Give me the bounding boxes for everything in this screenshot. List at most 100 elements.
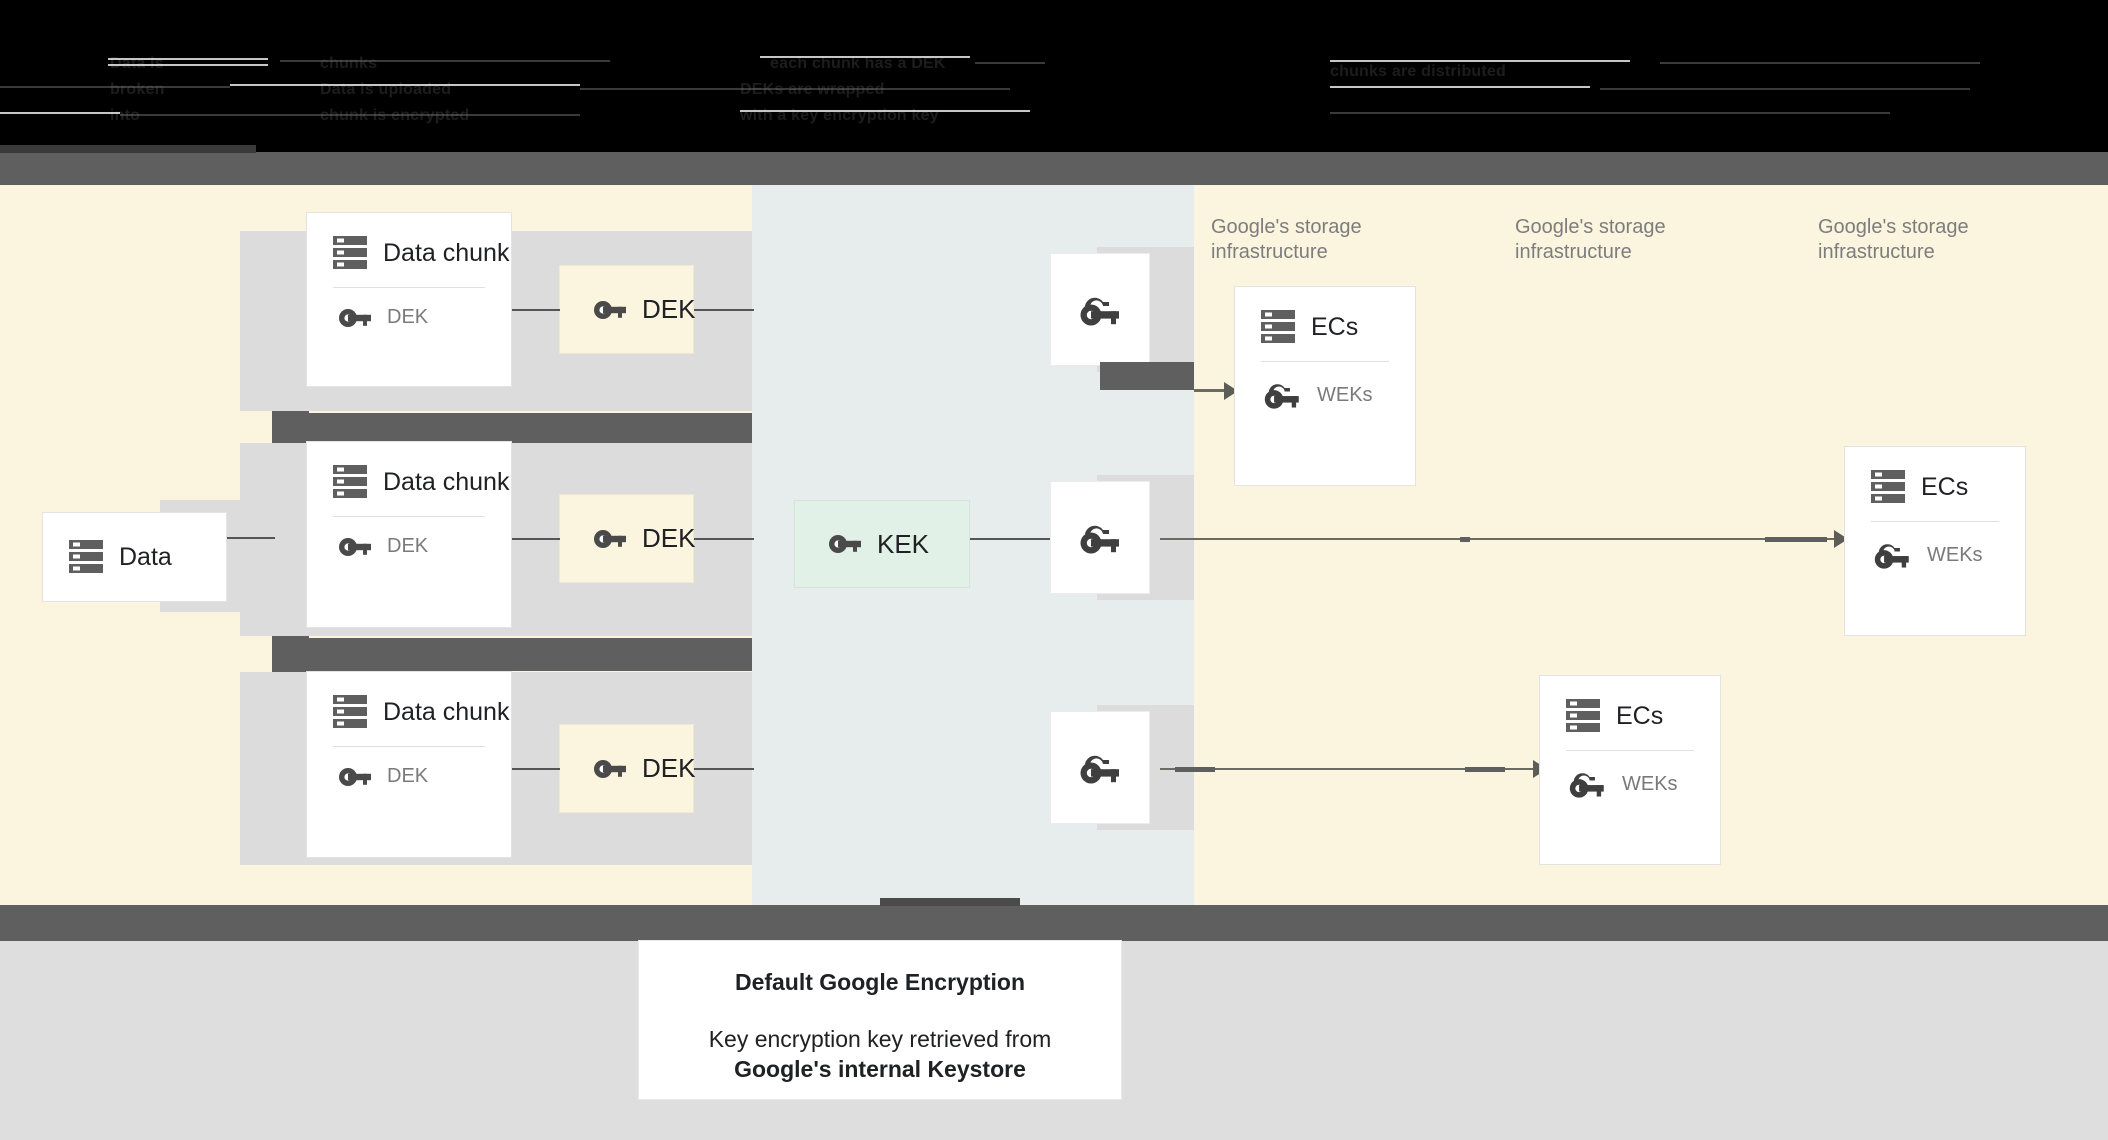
card-divider bbox=[1566, 750, 1694, 751]
arrow-thick-seg-2a bbox=[1460, 537, 1470, 542]
card-key-label: WEKs bbox=[1622, 772, 1678, 795]
obscured-text-fragment: chunks bbox=[320, 55, 378, 72]
obscured-strike bbox=[580, 88, 1010, 90]
caption-box: Default Google Encryption Key encryption… bbox=[638, 940, 1122, 1100]
chip-dek-3[interactable]: DEK bbox=[559, 724, 696, 813]
double-key-icon bbox=[1079, 521, 1121, 555]
card-label: Data chunk bbox=[383, 238, 510, 267]
chip-label: KEK bbox=[877, 528, 930, 559]
obscured-text-fragment: chunk is encrypted bbox=[320, 106, 469, 126]
card-data-chunk-2[interactable]: Data chunk DEK bbox=[306, 441, 512, 628]
wek-box-2[interactable] bbox=[1050, 481, 1150, 594]
header-divider-bar-accent bbox=[0, 145, 256, 153]
arrow-line-2 bbox=[1160, 538, 1840, 540]
key-icon bbox=[594, 759, 626, 779]
storage-icon bbox=[1871, 469, 1905, 505]
card-data-chunk-3[interactable]: Data chunk DEK bbox=[306, 671, 512, 858]
arrow-thick-seg-3a bbox=[1175, 767, 1215, 772]
card-label: ECs bbox=[1311, 312, 1359, 341]
obscured-text-fragment: broken bbox=[110, 81, 165, 98]
connector-data-to-trunk bbox=[227, 537, 275, 539]
obscured-top-banner: Data is broken into chunks Data is uploa… bbox=[0, 0, 2108, 152]
key-icon bbox=[594, 529, 626, 549]
caption-title: Default Google Encryption bbox=[734, 969, 1026, 995]
chip-label: DEK bbox=[642, 294, 696, 324]
card-data[interactable]: Data bbox=[42, 512, 227, 602]
obscured-strike bbox=[120, 114, 580, 116]
obscured-strike bbox=[1330, 86, 1590, 88]
connector-dek1-out bbox=[694, 309, 754, 311]
obscured-strike bbox=[975, 62, 1045, 64]
arrow-line-3 bbox=[1160, 768, 1540, 770]
storage-icon bbox=[69, 539, 103, 575]
obscured-strike bbox=[230, 84, 580, 86]
obscured-text-fragment: DEKs are wrapped bbox=[740, 80, 885, 100]
card-divider bbox=[1871, 521, 1999, 522]
infra-label-2: Google's storage infrastructure bbox=[1515, 216, 1666, 263]
chip-label: DEK bbox=[642, 523, 696, 553]
arrow-line-1 bbox=[1194, 389, 1228, 392]
card-key-label: DEK bbox=[387, 306, 429, 328]
connector-chunk2-dek2 bbox=[512, 538, 560, 540]
obscured-strike bbox=[1330, 60, 1630, 62]
caption-body-prefix: Key encryption key retrieved from bbox=[708, 1026, 1052, 1052]
connector-kek-wek2 bbox=[970, 538, 1050, 540]
card-data-chunk-1[interactable]: Data chunk DEK bbox=[306, 212, 512, 387]
double-key-icon bbox=[1263, 380, 1301, 410]
footer-divider-accent bbox=[880, 898, 1020, 906]
connector-chunk3-dek3 bbox=[512, 768, 560, 770]
black-strip bbox=[0, 0, 2108, 44]
wek-box-1[interactable] bbox=[1050, 253, 1150, 366]
storage-icon bbox=[333, 464, 367, 500]
chip-kek[interactable]: KEK bbox=[794, 500, 970, 588]
infra-label-3: Google's storage infrastructure bbox=[1818, 216, 1969, 263]
arrow-thick-seg-2b bbox=[1765, 537, 1827, 542]
card-label: ECs bbox=[1616, 701, 1664, 730]
obscured-strike bbox=[0, 86, 230, 88]
card-divider bbox=[333, 746, 485, 747]
obscured-strike bbox=[1600, 88, 1970, 90]
caption-body: Key encryption key retrieved from Google… bbox=[669, 1024, 1091, 1084]
card-label: Data chunk bbox=[383, 697, 510, 726]
obscured-text-fragment: into bbox=[110, 106, 140, 126]
fanout-branch-top bbox=[272, 413, 752, 446]
double-key-icon bbox=[1568, 769, 1606, 799]
obscured-text-fragment: with a key encryption key bbox=[740, 107, 939, 124]
storage-icon bbox=[1261, 309, 1295, 345]
chip-dek-2[interactable]: DEK bbox=[559, 494, 696, 583]
card-ecs-3[interactable]: ECs WEKs bbox=[1539, 675, 1721, 865]
double-key-icon bbox=[1873, 540, 1911, 570]
header-divider-bar bbox=[0, 152, 2108, 185]
obscured-strike bbox=[740, 110, 1030, 112]
arrow-thick-seg-3b bbox=[1465, 767, 1505, 772]
card-data-label: Data bbox=[119, 542, 172, 571]
double-key-icon bbox=[1079, 293, 1121, 327]
obscured-strike bbox=[1330, 112, 1890, 114]
card-divider bbox=[333, 287, 485, 288]
connector-dek3-out bbox=[694, 768, 754, 770]
fanout-branch-middle bbox=[272, 638, 752, 671]
obscured-text-fragment: each chunk has a DEK bbox=[770, 55, 946, 72]
card-key-label: WEKs bbox=[1317, 383, 1373, 406]
double-key-icon bbox=[1079, 751, 1121, 785]
obscured-text-fragment: Data is uploaded bbox=[320, 81, 452, 98]
storage-icon bbox=[1566, 698, 1600, 734]
card-divider bbox=[333, 516, 485, 517]
infra-label-1: Google's storage infrastructure bbox=[1211, 216, 1362, 263]
card-key-label: DEK bbox=[387, 535, 429, 557]
card-label: ECs bbox=[1921, 472, 1969, 501]
wek-box-3[interactable] bbox=[1050, 711, 1150, 824]
obscured-text-fragment: chunks are distributed bbox=[1330, 63, 1506, 80]
connector-chunk1-dek1 bbox=[512, 309, 560, 311]
obscured-strike bbox=[108, 58, 268, 60]
dek-edge-band-2 bbox=[700, 475, 752, 600]
card-key-label: WEKs bbox=[1927, 543, 1983, 566]
chip-label: DEK bbox=[642, 753, 696, 783]
chip-dek-1[interactable]: DEK bbox=[559, 265, 696, 354]
card-ecs-1[interactable]: ECs WEKs bbox=[1234, 286, 1416, 486]
obscured-strike bbox=[280, 60, 610, 62]
storage-icon bbox=[333, 694, 367, 730]
card-ecs-2[interactable]: ECs WEKs bbox=[1844, 446, 2026, 636]
caption-body-bold: Google's internal Keystore bbox=[734, 1056, 1026, 1082]
obscured-strike bbox=[108, 64, 268, 66]
